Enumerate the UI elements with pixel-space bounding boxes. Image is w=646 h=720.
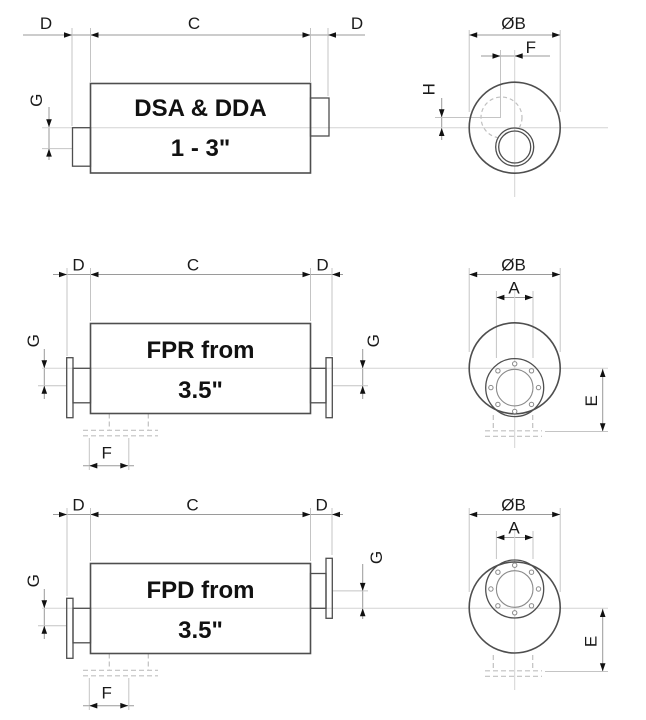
dim-label-f: F (102, 684, 112, 703)
dim-label-h: H (420, 83, 439, 95)
inlet-pipe (72, 607, 92, 644)
dim-label-diameter-b: ØB (501, 496, 526, 515)
dsa-arrowheads (46, 32, 561, 157)
dim-label-e: E (582, 395, 601, 406)
dim-label-diameter-b: ØB (501, 14, 526, 33)
dim-label-d-left: D (72, 256, 84, 275)
dim-label-a: A (508, 279, 520, 298)
fpr-dimension-lines (43, 268, 604, 470)
dim-label-c: C (186, 496, 198, 515)
product-title-line2: 3.5" (178, 377, 223, 404)
fpr-centerlines (38, 290, 608, 448)
bolt-holes (488, 361, 542, 415)
fpd-dimension-lines (43, 508, 604, 710)
product-title-line1: DSA & DDA (134, 95, 266, 122)
fpd-arrowheads (41, 511, 606, 709)
product-title-line2: 1 - 3" (171, 135, 230, 162)
product-title-line1: FPR from (147, 337, 255, 364)
dim-label-f: F (102, 444, 112, 463)
dim-label-d-left: D (40, 14, 52, 33)
dim-label-d-right: D (316, 256, 328, 275)
dsa-centerlines (42, 50, 608, 197)
fpr-arrowheads (41, 271, 606, 469)
product-title-line1: FPD from (147, 577, 255, 604)
fpd-centerlines (38, 530, 608, 690)
dim-label-diameter-b: ØB (501, 256, 526, 275)
dim-label-c: C (187, 256, 199, 275)
outlet-stub (309, 97, 330, 137)
dim-label-g: G (27, 94, 46, 107)
inlet-flange (66, 357, 74, 419)
pipe-bore (495, 368, 534, 407)
fpr-mounting-bracket-hidden (83, 413, 542, 437)
dsa-dimension-lines (23, 28, 561, 160)
end-view-shell (468, 561, 562, 654)
dim-label-d-left: D (72, 496, 84, 515)
inlet-pipe (72, 367, 92, 404)
dim-label-c: C (188, 14, 200, 33)
outlet-pipe-inner (498, 130, 532, 164)
end-view-shell (468, 81, 562, 174)
inlet-flange (66, 597, 74, 659)
fpd-mounting-bracket-hidden (83, 653, 542, 677)
dim-label-g-left: G (24, 574, 43, 587)
outlet-pipe (309, 367, 327, 404)
drawing-dsa-dda: D C D G ØB F H DSA & DDA 1 - 3" (23, 14, 608, 197)
dim-label-g-left: G (24, 334, 43, 347)
flange-disc (485, 559, 545, 619)
pipe-bore (495, 570, 534, 608)
dim-label-g-right: G (367, 551, 386, 564)
drawing-fpd: D C D G G F ØB A E FPD from 3.5" (24, 496, 608, 710)
bolt-holes (488, 562, 542, 616)
drawing-fpr: D C D G G F ØB A E FPR from 3.5" (24, 256, 608, 470)
dim-label-d-right: D (316, 496, 328, 515)
dim-label-d-right: D (351, 14, 363, 33)
outlet-pipe-outer (495, 127, 535, 167)
outlet-flange (325, 357, 333, 419)
inlet-stub (71, 127, 92, 167)
outlet-flange (325, 557, 333, 619)
dim-label-a: A (508, 519, 520, 538)
dim-label-f: F (526, 38, 536, 57)
outlet-pipe (309, 572, 327, 609)
flange-disc (485, 357, 545, 418)
product-title-line2: 3.5" (178, 617, 223, 644)
dim-label-e: E (582, 636, 601, 647)
dim-label-g-right: G (364, 334, 383, 347)
